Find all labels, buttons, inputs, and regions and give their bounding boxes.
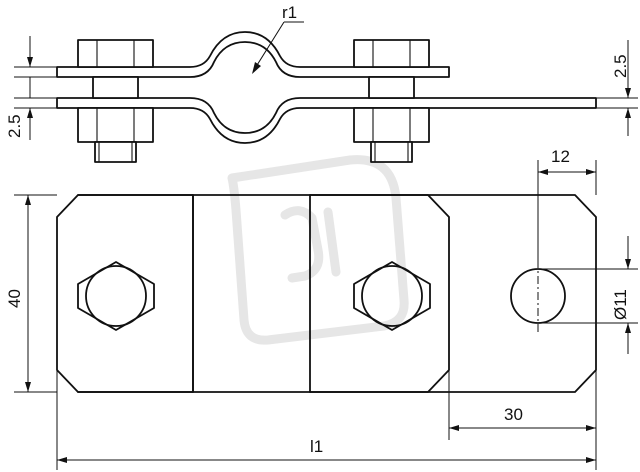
left-hex-nut [77, 261, 155, 331]
left-thickness-label: 2.5 [5, 114, 24, 138]
radius-label: r1 [282, 3, 297, 22]
total-length-dimension: l1 [56, 370, 597, 470]
left-nut-bottom [77, 107, 154, 143]
right-bolt-assembly [353, 39, 430, 163]
left-clamp-plate [77, 194, 194, 393]
plate-outline [56, 194, 597, 393]
left-nut-top [77, 39, 154, 68]
left-thickness-dimension: 2.5 [5, 36, 57, 140]
mounting-hole [510, 260, 566, 332]
end-length-label: 30 [504, 405, 523, 424]
plan-view: 12 40 Ø11 30 [5, 147, 638, 470]
right-clamp-plate [309, 194, 450, 393]
end-length-dimension: 30 [448, 370, 597, 440]
height-label: 40 [5, 289, 24, 308]
right-thickness-dimension: 2.5 [596, 40, 638, 136]
side-view: r1 2.5 2.5 [5, 3, 638, 163]
right-thickness-label: 2.5 [611, 54, 630, 78]
hole-diameter-dimension: Ø11 [538, 236, 638, 354]
hole-diameter-label: Ø11 [611, 289, 630, 320]
left-bolt-shank [92, 76, 139, 99]
left-bolt-assembly [77, 39, 154, 163]
right-bolt-shank [368, 76, 415, 99]
slot-offset-label: 12 [551, 147, 570, 166]
right-hex-nut [353, 261, 431, 331]
right-bolt-end [370, 141, 413, 163]
total-length-label: l1 [310, 437, 323, 456]
slot-offset-dimension: 12 [537, 147, 597, 268]
right-nut-top [353, 39, 430, 68]
watermark-logo [227, 155, 409, 345]
height-dimension: 40 [5, 194, 57, 393]
left-bolt-end [94, 141, 137, 163]
right-nut-bottom [353, 107, 430, 143]
radius-leader: r1 [252, 3, 304, 74]
upper-strap [56, 31, 450, 78]
